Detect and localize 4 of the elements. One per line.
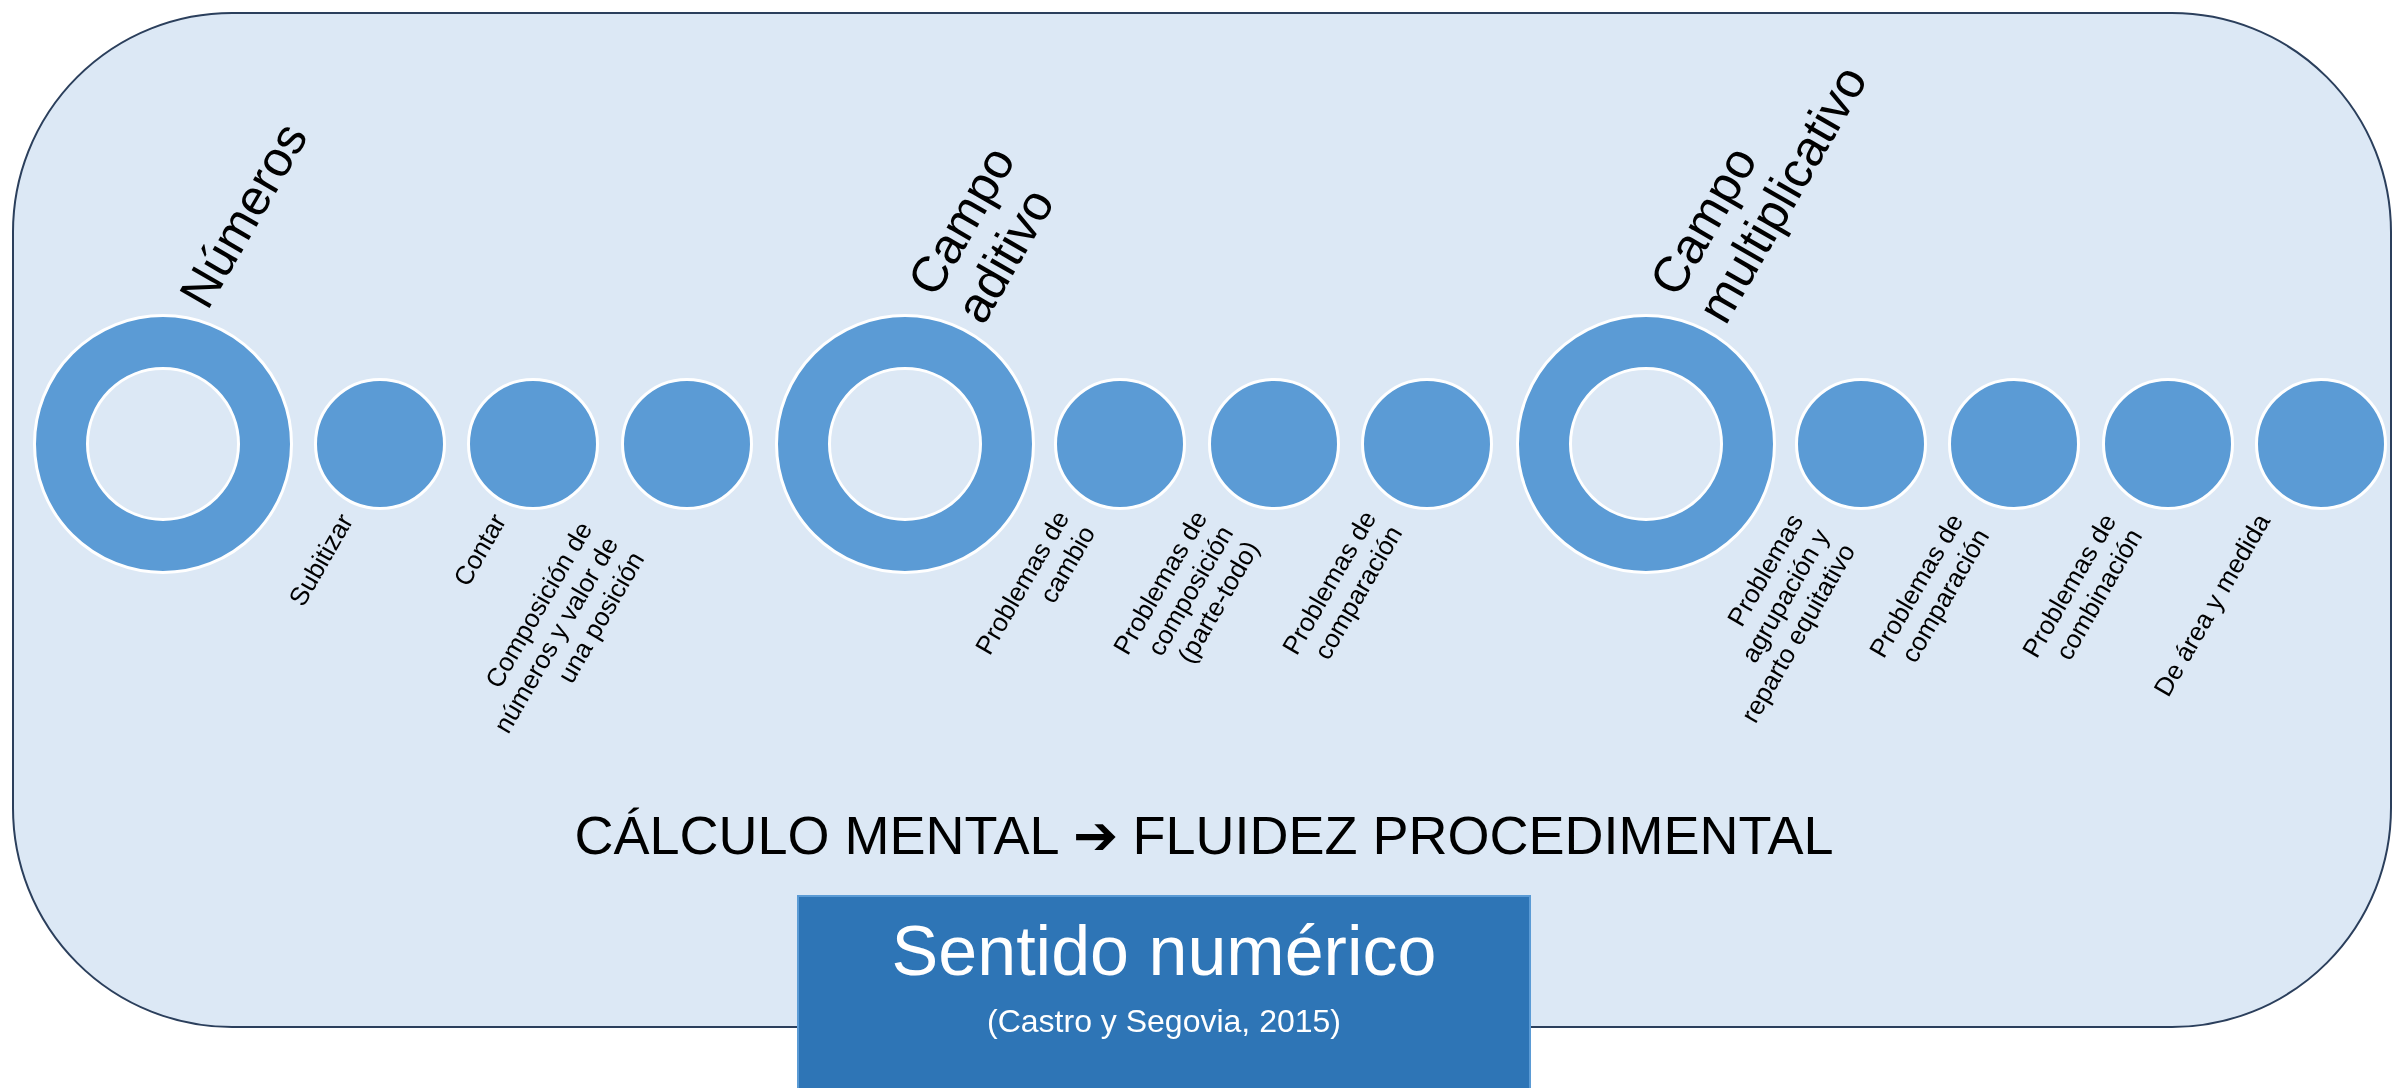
title-banner <box>797 895 1531 1088</box>
slogan-text: CÁLCULO MENTAL ➔ FLUIDEZ PROCEDIMENTAL <box>573 804 1835 867</box>
citation-text: (Castro y Segovia, 2015) <box>987 1003 1341 1040</box>
banner-title: Sentido numérico <box>891 911 1437 991</box>
